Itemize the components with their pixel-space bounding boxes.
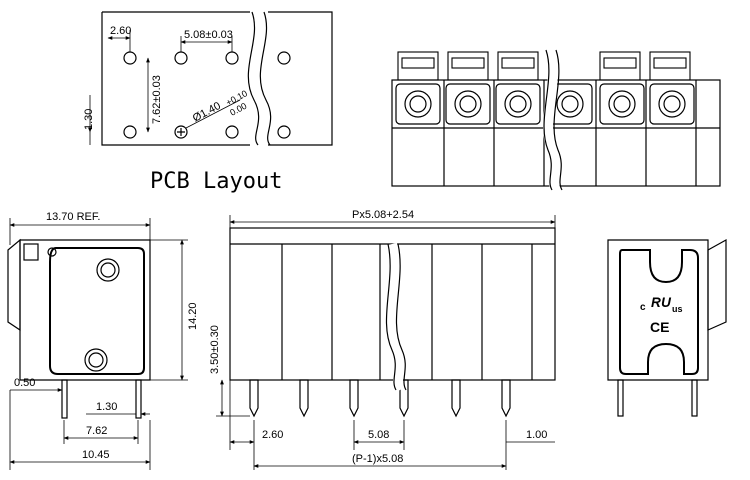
pcb-layout-title: PCB Layout [150,169,282,194]
pcb-hole [225,51,239,65]
dim-front-pitch: 5.08 [368,429,389,441]
cert-ce: CE [650,319,669,335]
pcb-hole [277,51,291,65]
dim-pitch: 5.08±0.03 [184,29,233,41]
side-view-labels: 13.70 REF. 14.20 0.50 1.30 7.62 10.45 [14,211,199,461]
dim-length: Px5.08+2.54 [352,209,414,221]
pin [61,379,68,419]
pcb-hole [174,51,188,65]
front-view [216,215,556,470]
dim-pin-offset: 1.30 [96,401,117,413]
pcb-hole [225,125,239,139]
dim-edge: 1.30 [83,109,95,130]
dim-row-spacing: 7.62±0.03 [151,75,163,124]
dim-hole: Ø1.40 [191,100,223,125]
dim-pin-length: 3.50±0.30 [209,325,221,374]
dim-span: (P-1)x5.08 [352,453,403,465]
dim-pin-spacing: 7.62 [86,425,107,437]
pcb-hole [123,51,137,65]
dim-height: 14.20 [187,302,199,330]
pin [691,379,698,417]
pcb-layout-view [88,11,333,146]
dim-top-offset: 2.60 [110,25,131,37]
top-view [391,48,721,193]
certification-marks: c ᴿᵁ us CE [640,295,683,335]
pcb-hole [123,125,137,139]
lever [397,51,691,81]
cert-ur-logo: ᴿᵁ [650,295,672,317]
screw-bottom [84,348,108,372]
pin [617,379,624,417]
dim-total: 10.45 [82,449,110,461]
end-view [607,238,727,417]
dim-last-pin: 1.00 [526,429,547,441]
pcb-hole-datum [174,125,188,139]
dim-first-pin: 2.60 [262,429,283,441]
dim-pin-width: 0.50 [14,377,35,389]
screw-top [96,258,120,282]
cert-us: us [672,304,683,314]
pcb-layout-labels: 2.60 5.08±0.03 7.62±0.03 1.30 Ø1.40 +0.1… [83,25,282,194]
dim-depth: 13.70 REF. [46,211,100,223]
pcb-hole [277,125,291,139]
pin [135,379,142,419]
cert-c: c [640,302,646,313]
side-view [7,218,188,470]
front-view-labels: Px5.08+2.54 3.50±0.30 2.60 5.08 1.00 (P-… [209,209,547,465]
front-pins [249,379,511,418]
